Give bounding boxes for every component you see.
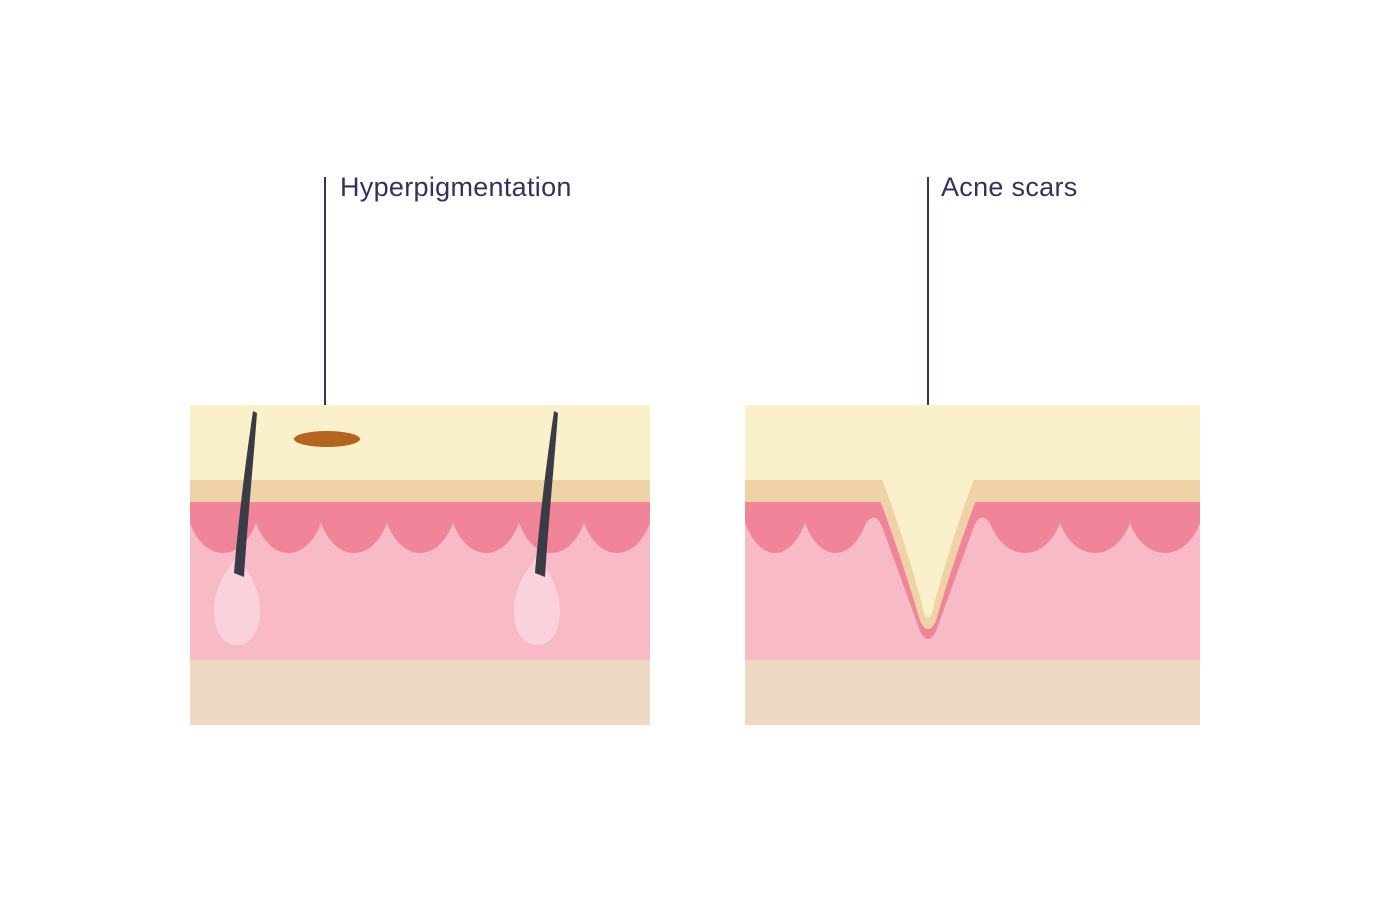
epidermis-cream-layer bbox=[745, 405, 1200, 483]
scar-depression-crater bbox=[882, 479, 974, 618]
dermis-dark-pink-wavy-layer-with-scar bbox=[745, 502, 1200, 639]
subcutis-beige-layer bbox=[745, 660, 1200, 725]
hyperpigmentation-pointer-line bbox=[324, 177, 326, 437]
epidermis-tan-layer bbox=[190, 480, 650, 503]
epidermis-cream-layer bbox=[190, 405, 650, 483]
acne-scars-label: Acne scars bbox=[941, 172, 1078, 202]
acne-scars-panel bbox=[745, 405, 1200, 725]
hair-follicle-bulb bbox=[214, 557, 260, 645]
hair-shaft bbox=[535, 411, 558, 577]
dermis-dark-pink-wavy-layer bbox=[190, 502, 650, 553]
hair-follicle-bulb bbox=[514, 557, 560, 645]
hyperpigmentation-spot bbox=[294, 431, 360, 447]
acne-scars-pointer-line bbox=[927, 177, 929, 540]
subcutis-beige-layer bbox=[190, 660, 650, 725]
hyperpigmentation-label: Hyperpigmentation bbox=[340, 172, 572, 202]
hair-shaft bbox=[234, 411, 257, 577]
hyperpigmentation-panel bbox=[190, 405, 650, 725]
